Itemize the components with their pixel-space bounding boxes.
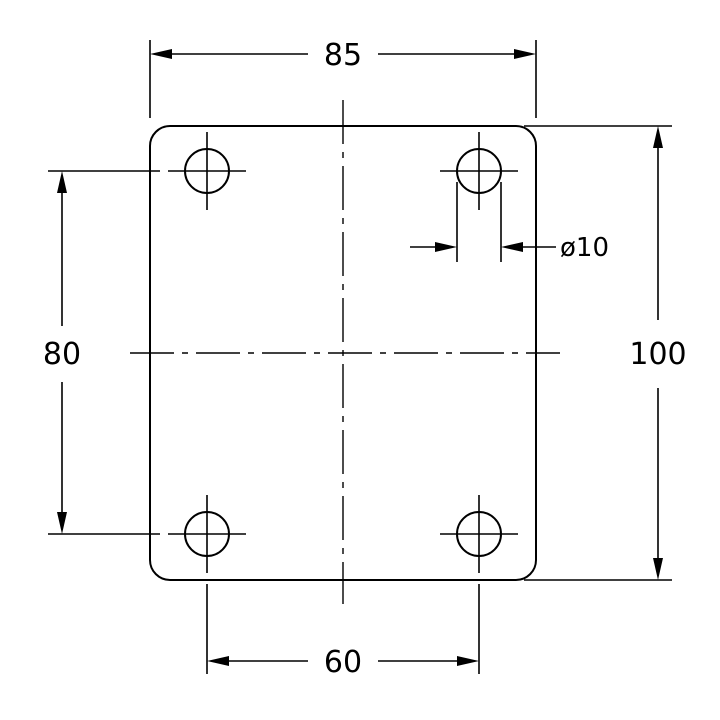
hole-diameter-label: ø10 — [560, 233, 609, 263]
horizontal-hole-spacing-label: 60 — [324, 645, 362, 680]
width-dimension: 85 — [149, 38, 537, 118]
height-dimension: 100 — [524, 125, 687, 581]
hole-bottom-right — [440, 495, 518, 573]
width-label: 85 — [324, 38, 362, 73]
vertical-hole-spacing-dimension: 80 — [43, 170, 160, 535]
hole-diameter-dimension: ø10 — [410, 182, 609, 263]
vertical-hole-spacing-label: 80 — [43, 337, 81, 372]
horizontal-hole-spacing-dimension: 60 — [206, 584, 480, 680]
hole-top-right — [440, 132, 518, 210]
height-label: 100 — [629, 337, 686, 372]
hole-top-left — [168, 132, 246, 210]
hole-bottom-left — [168, 495, 246, 573]
